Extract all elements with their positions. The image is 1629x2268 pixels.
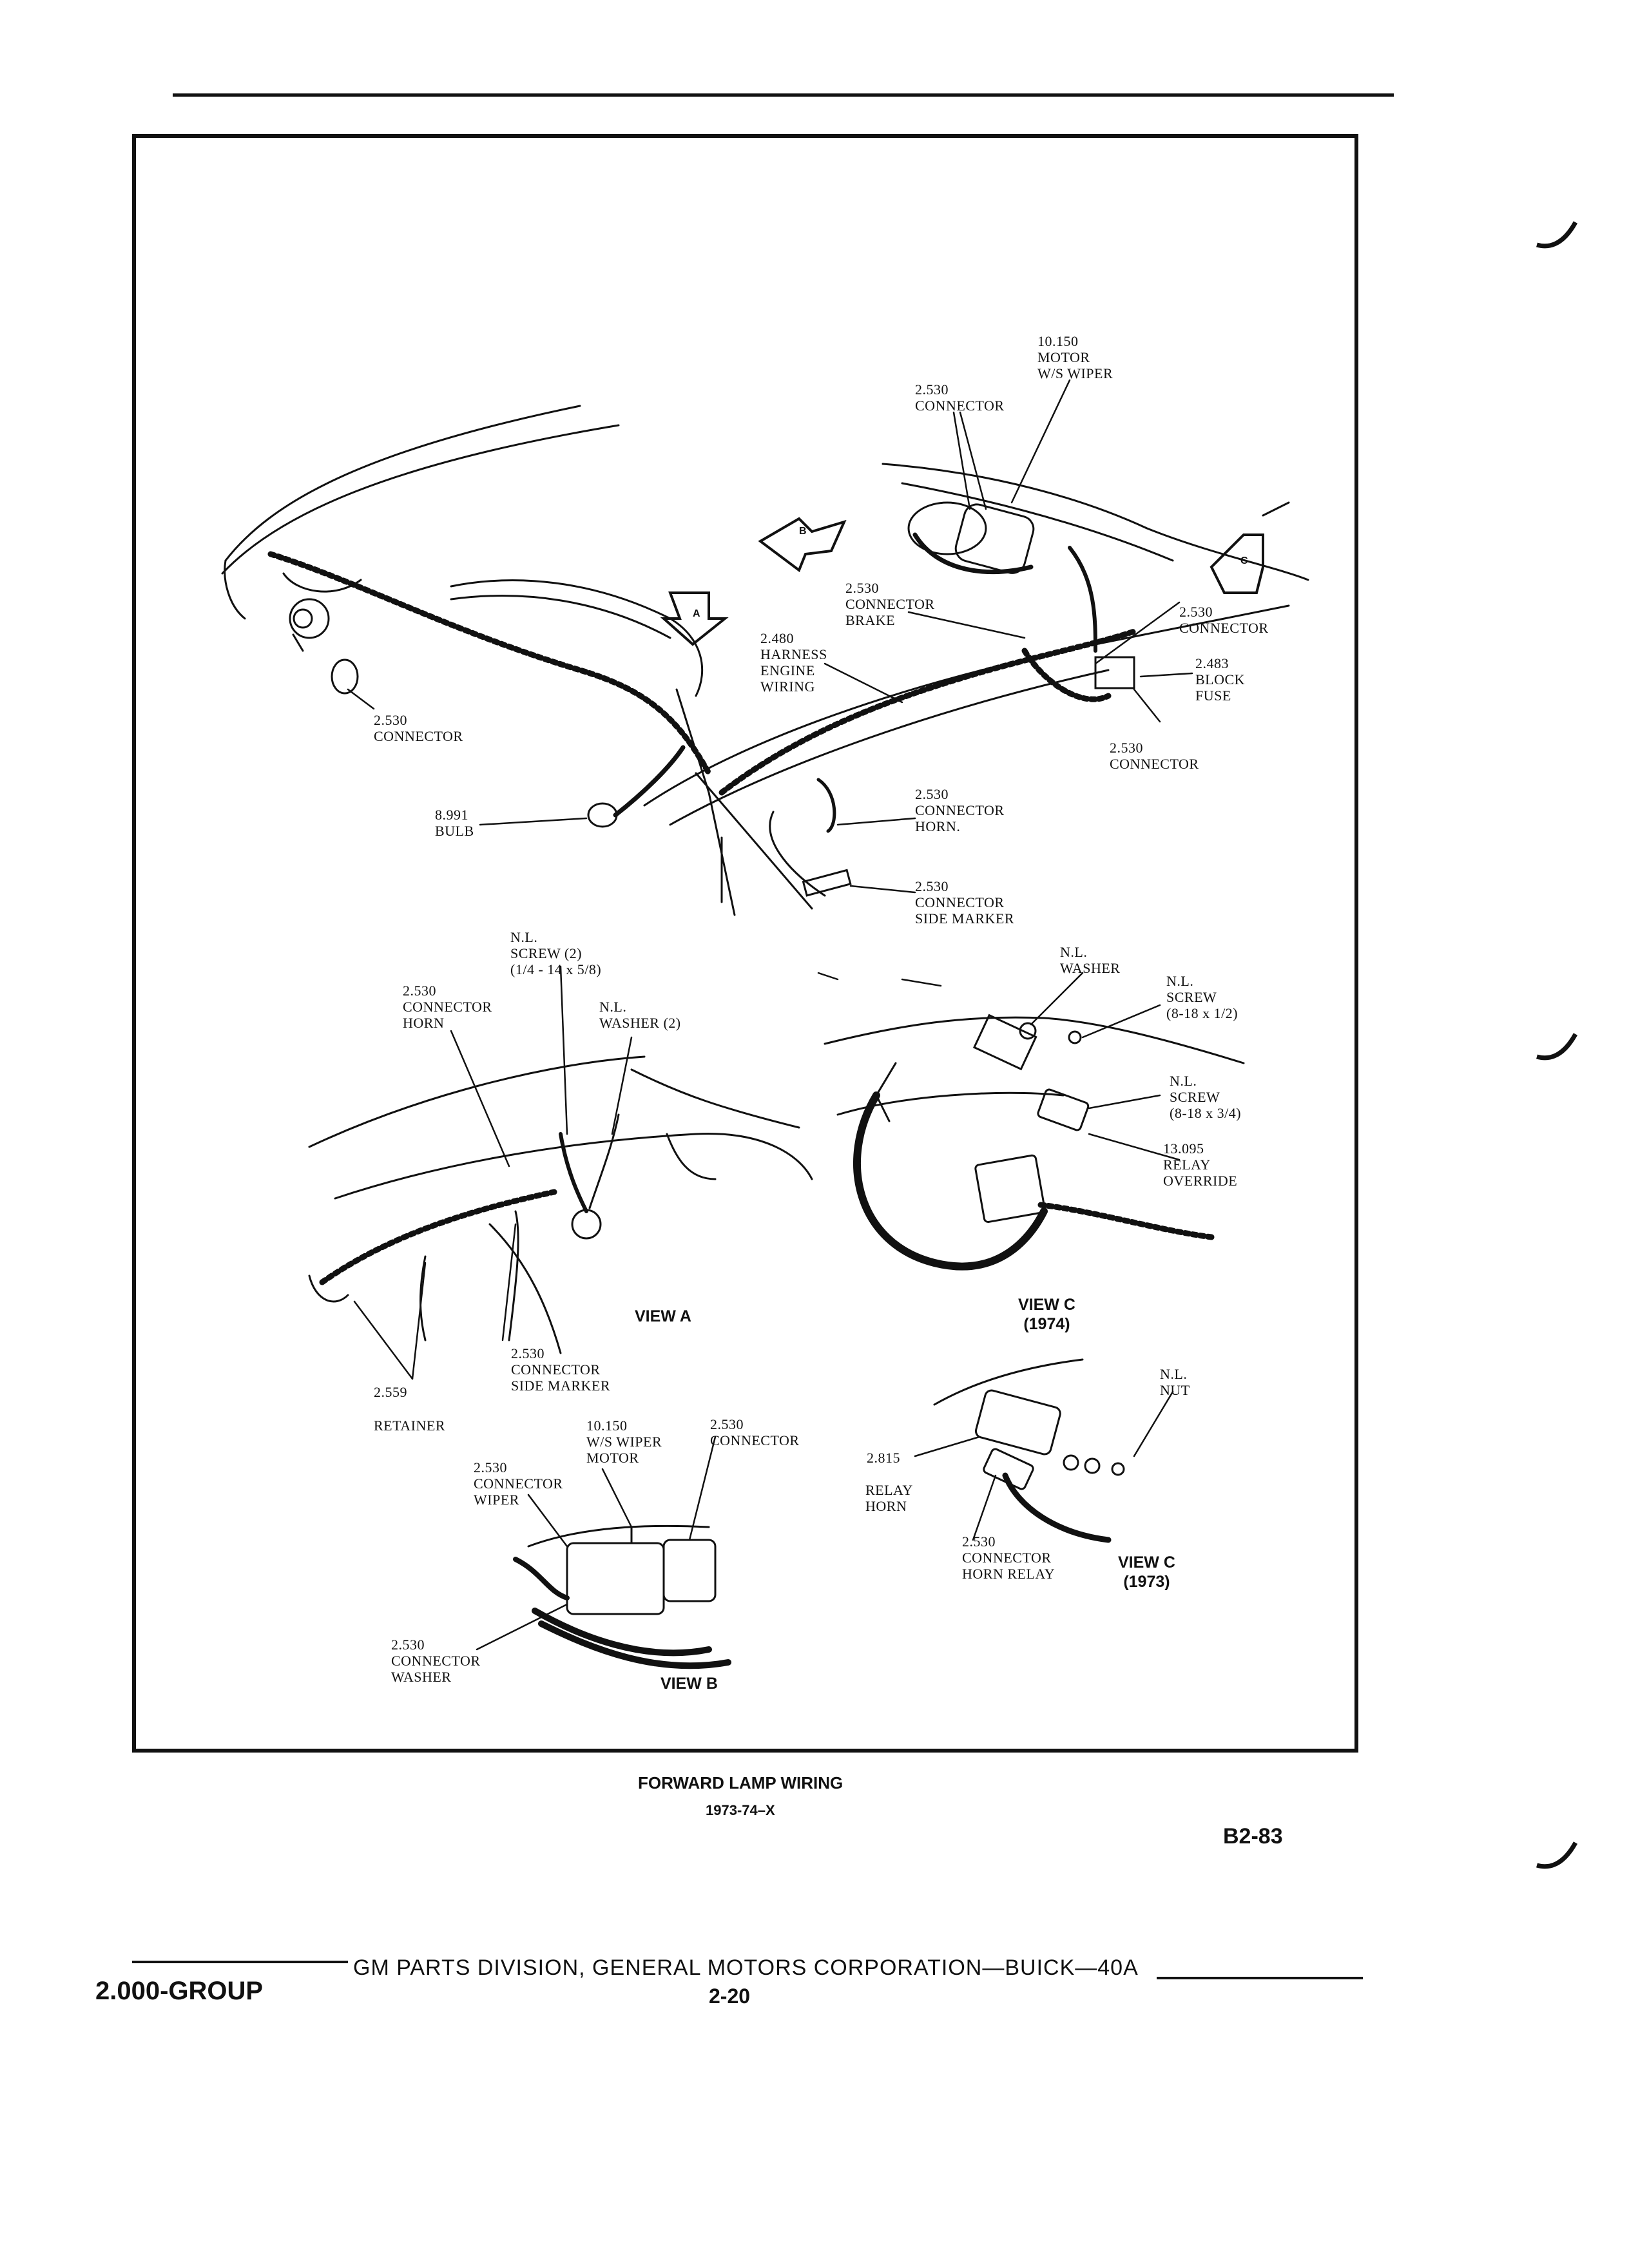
figure-number: B2-83 — [1223, 1824, 1283, 1849]
callout-retainer-number: 2.559 — [374, 1384, 407, 1400]
callout-nl-screw-half: N.L.SCREW(8-18 x 1/2) — [1166, 973, 1239, 1021]
callout-nl-washer-c: N.L.WASHER — [1060, 944, 1121, 976]
view-c-1973-drawing — [933, 1358, 1125, 1543]
footer-publisher: GM PARTS DIVISION, GENERAL MOTORS CORPOR… — [353, 1956, 1139, 1980]
footer-rule-right — [1157, 1977, 1363, 1979]
leader-lines — [347, 379, 1193, 1651]
header-rule — [173, 93, 1394, 97]
caption-title: FORWARD LAMP WIRING — [638, 1773, 843, 1792]
main-view-drawing — [221, 405, 1309, 916]
view-a-drawing — [308, 1055, 813, 1354]
view-a-label: VIEW A — [635, 1307, 691, 1325]
callout-nl-washer-2: N.L.WASHER (2) — [599, 999, 681, 1031]
view-b-label: VIEW B — [660, 1675, 718, 1693]
callout-nl-nut: N.L.NUT — [1160, 1366, 1190, 1398]
view-b-drawing — [513, 1524, 731, 1669]
view-arrow-a-letter: A — [693, 608, 700, 619]
callout-nl-screw-2: N.L.SCREW (2)(1/4 - 14 x 5/8) — [510, 929, 602, 977]
view-c-1974-label: VIEW C(1974) — [1018, 1296, 1075, 1333]
footer-group: 2.000-GROUP — [95, 1977, 264, 2005]
view-arrow-c-letter: C — [1240, 555, 1248, 566]
caption-subtitle: 1973-74–X — [706, 1802, 775, 1818]
callout-relay-horn-number: 2.815 — [867, 1450, 900, 1466]
callout-nl-screw-three-quarter: N.L.SCREW(8-18 x 3/4) — [1170, 1073, 1242, 1121]
view-c-1973-label: VIEW C(1973) — [1118, 1553, 1175, 1591]
view-c-1974-drawing — [824, 1014, 1245, 1271]
view-arrow-b-letter: B — [799, 526, 807, 537]
footer-rule-left — [132, 1961, 348, 1963]
footer-page-number: 2-20 — [709, 1984, 751, 2008]
diagram-frame — [132, 134, 1358, 1753]
callout-retainer: RETAINER — [374, 1418, 446, 1434]
